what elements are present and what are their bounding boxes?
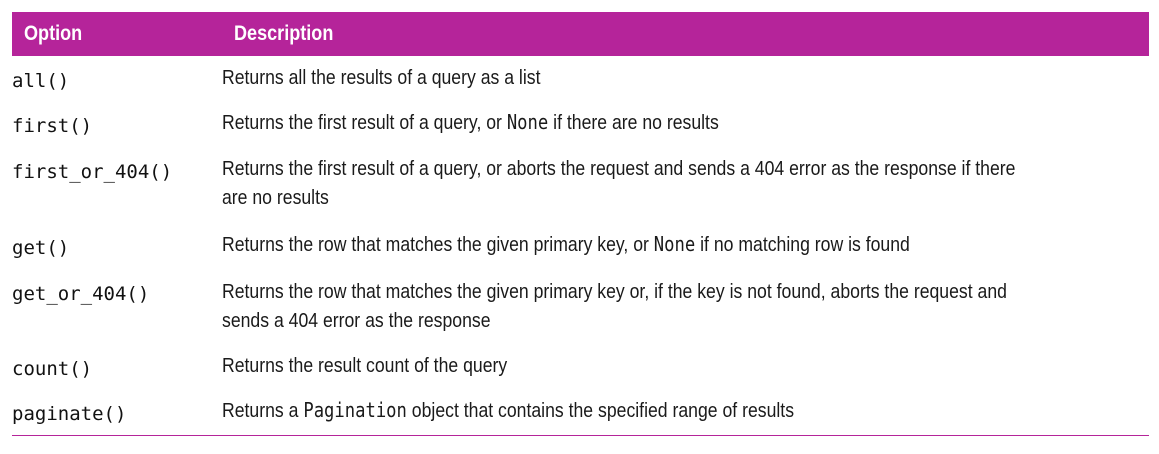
header-description: Description: [234, 22, 334, 45]
code-literal: None: [506, 110, 549, 134]
option-cell: paginate(): [12, 403, 127, 425]
description-cell: Returns the first result of a query, or …: [222, 154, 1159, 212]
description-line: sends a 404 error as the response: [222, 309, 491, 332]
description-cell: Returns the first result of a query, or …: [222, 108, 1159, 137]
option-cell: get_or_404(): [12, 283, 150, 305]
description-text: Returns all the results of a query as a …: [222, 66, 541, 89]
option-cell: get(): [12, 237, 70, 259]
description-cell: Returns the result count of the query: [222, 351, 1159, 380]
description-cell: Returns the row that matches the given p…: [222, 230, 1159, 259]
description-cell: Returns the row that matches the given p…: [222, 277, 1159, 335]
query-executor-table: Option Description: [12, 12, 1149, 56]
description-line: Returns the row that matches the given p…: [222, 280, 1007, 303]
header-option: Option: [24, 22, 83, 45]
description-text: object that contains the specified range…: [406, 399, 795, 422]
table-header: Option Description: [12, 12, 1149, 56]
option-cell: first(): [12, 115, 93, 137]
table-bottom-rule: [12, 435, 1149, 436]
description-text: Returns the first result of a query, or: [222, 111, 507, 134]
code-literal: Pagination: [303, 398, 407, 422]
option-cell: all(): [12, 70, 70, 92]
option-cell: first_or_404(): [12, 161, 173, 183]
option-cell: count(): [12, 358, 93, 380]
description-text: Returns a: [222, 399, 304, 422]
description-text: Returns the result count of the query: [222, 354, 508, 377]
description-line: Returns the first result of a query, or …: [222, 157, 1016, 180]
description-line: are no results: [222, 186, 329, 209]
description-text: if there are no results: [548, 111, 719, 134]
description-text: Returns the row that matches the given p…: [222, 233, 654, 256]
description-text: if no matching row is found: [695, 233, 910, 256]
description-cell: Returns a Pagination object that contain…: [222, 396, 1159, 425]
description-cell: Returns all the results of a query as a …: [222, 63, 1159, 92]
code-literal: None: [653, 232, 696, 256]
